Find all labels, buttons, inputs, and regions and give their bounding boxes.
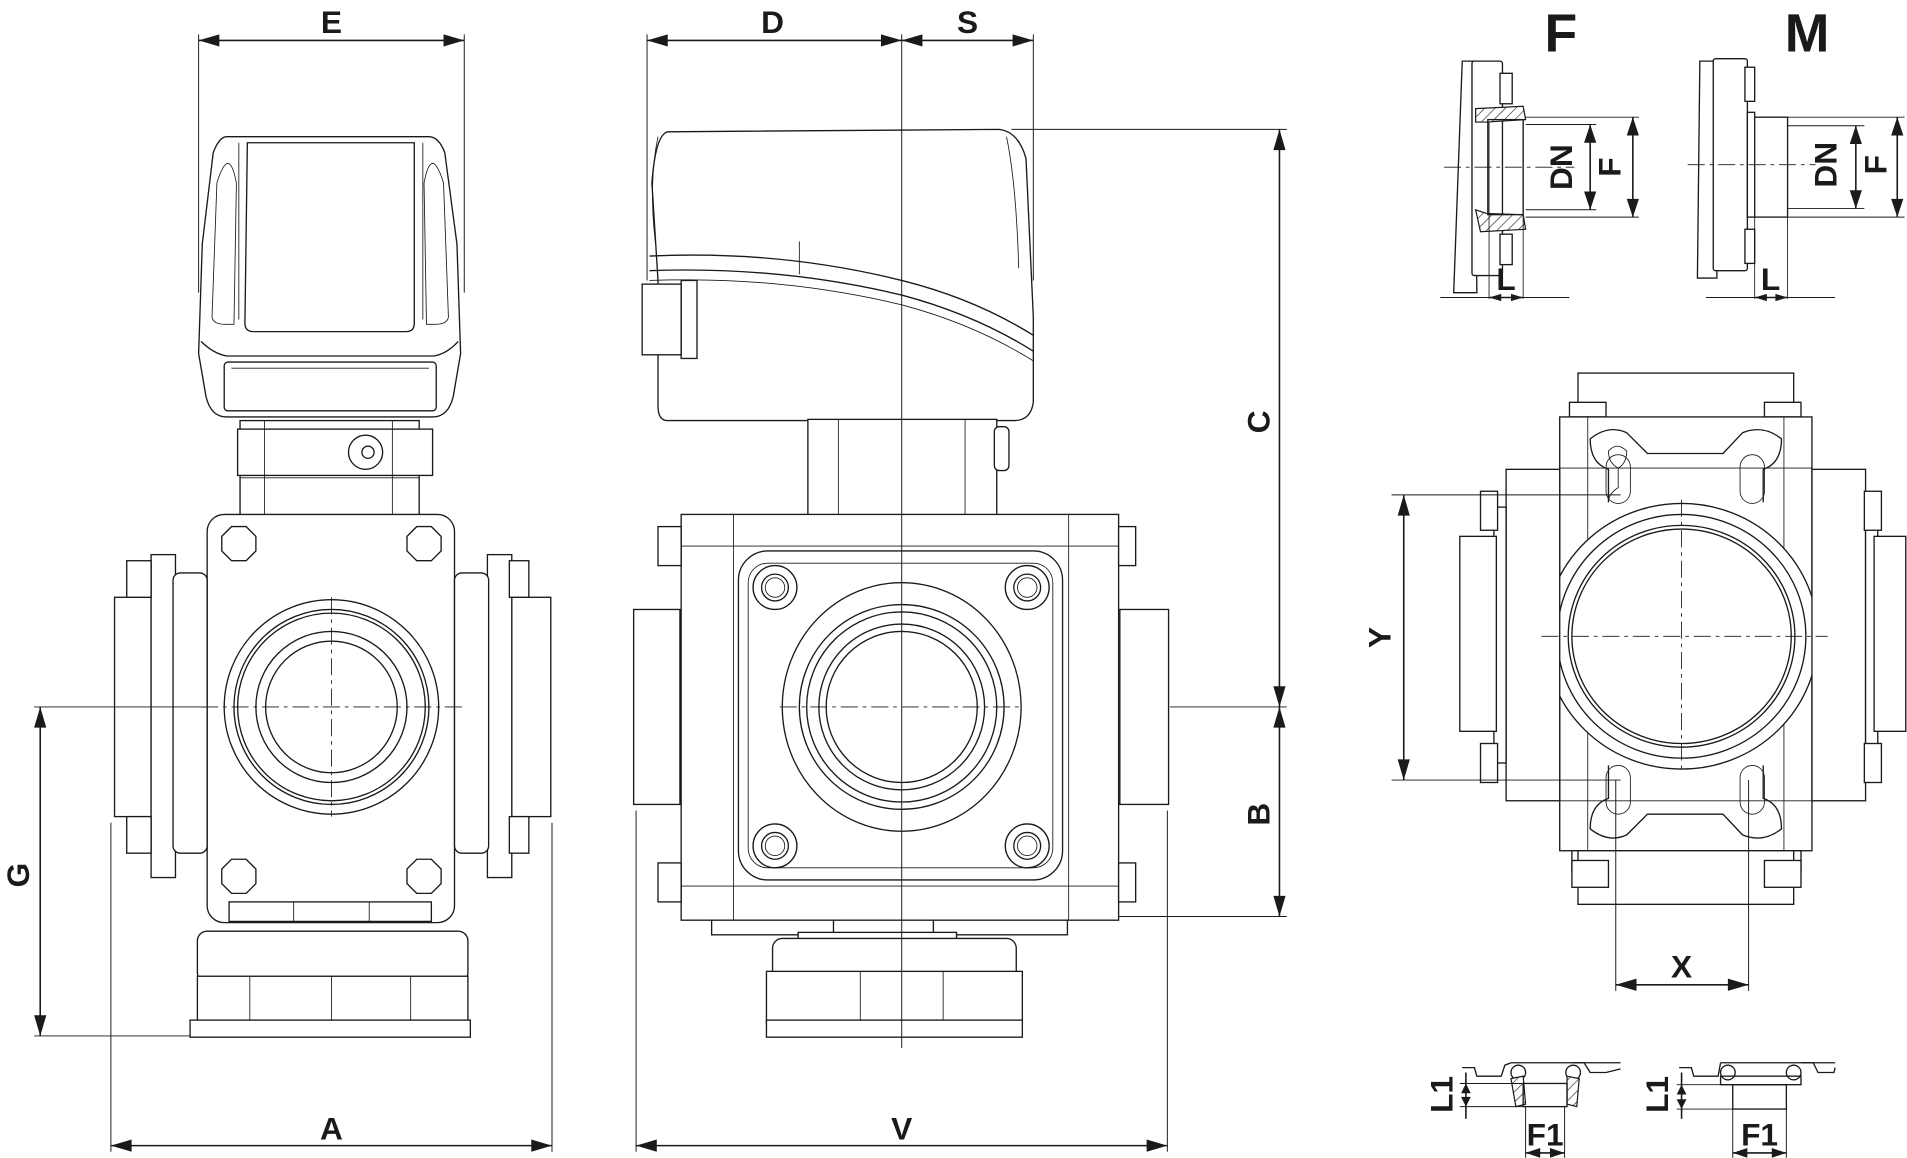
dimension-b: B <box>1118 706 1287 918</box>
dimension-e: E <box>198 4 465 293</box>
label-f-f: F <box>1592 157 1628 176</box>
label-e: E <box>321 4 342 40</box>
label-a: A <box>320 1111 343 1147</box>
front-view: D S C B <box>632 4 1287 1152</box>
detail-union-female: L1 F1 <box>1423 1062 1621 1158</box>
detail-f-title: F <box>1545 3 1578 63</box>
label-f1-male: F1 <box>1741 1117 1778 1153</box>
dimension-x: X <box>1615 780 1750 991</box>
coupling-front <box>807 418 1010 518</box>
label-x: X <box>1671 948 1692 984</box>
label-l-m: L <box>1761 261 1780 297</box>
detail-m-title: M <box>1785 3 1830 63</box>
label-b: B <box>1241 803 1277 826</box>
bottom-union-side <box>189 901 472 1038</box>
label-l-f: L <box>1496 261 1515 297</box>
bolt-head <box>406 858 442 895</box>
mounting-slots <box>1589 428 1783 839</box>
label-d: D <box>761 4 784 40</box>
label-f1-female: F1 <box>1527 1117 1564 1153</box>
label-g: G <box>0 863 36 888</box>
valve-body-front <box>657 513 1137 921</box>
left-port-side <box>113 553 208 879</box>
label-l1-male: L1 <box>1639 1076 1675 1113</box>
label-dn-m: DN <box>1807 142 1843 188</box>
bottom-view: Y X <box>1361 372 1907 991</box>
label-c: C <box>1241 410 1277 433</box>
label-l1-female: L1 <box>1423 1076 1459 1113</box>
valve-body-side <box>206 513 456 924</box>
side-view: E G A <box>0 4 553 1152</box>
label-dn-f: DN <box>1543 144 1579 190</box>
label-s: S <box>957 4 978 40</box>
dimension-d: D <box>646 4 902 281</box>
dimension-c: C <box>1011 128 1287 708</box>
label-f-m: F <box>1857 155 1893 174</box>
dimension-y: Y <box>1361 494 1621 781</box>
dimension-a: A <box>110 822 553 1152</box>
detail-female-connection: F DN F L <box>1440 3 1639 302</box>
bolt-head <box>221 858 257 895</box>
label-y: Y <box>1361 627 1397 648</box>
bottom-union-front <box>710 919 1069 1038</box>
detail-union-male: L1 F1 <box>1639 1062 1836 1158</box>
actuator-front <box>641 128 1034 422</box>
coupling-side <box>236 419 434 519</box>
actuator-side <box>197 136 462 418</box>
body-studs <box>657 525 1137 903</box>
dimension-v: V <box>635 810 1168 1152</box>
flange-bolts <box>752 564 1050 869</box>
dimension-g: G <box>0 706 208 1037</box>
bolt-head <box>406 525 442 562</box>
right-port-side <box>453 553 552 879</box>
dimension-s: S <box>901 4 1034 281</box>
bolt-head <box>221 525 257 562</box>
detail-male-connection: M DN F L <box>1687 3 1905 302</box>
label-v: V <box>891 1111 912 1147</box>
ports-front <box>632 608 1170 806</box>
